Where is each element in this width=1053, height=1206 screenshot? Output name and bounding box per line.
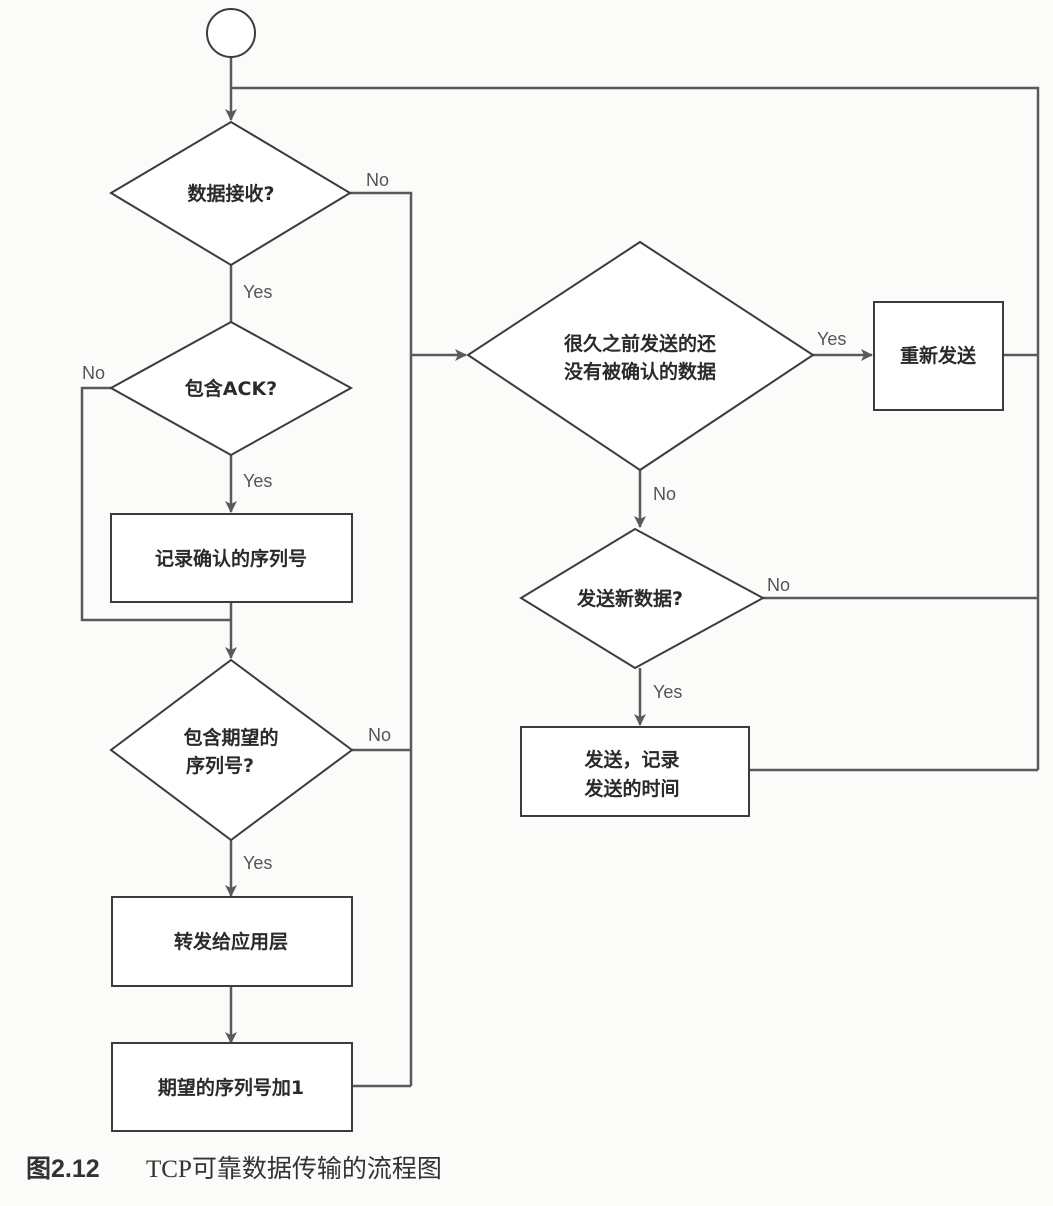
decision-old-unacked-label-1: 很久之前发送的还 [564,332,717,355]
start-node [206,8,256,58]
process-resend: 重新发送 [873,301,1004,411]
edge-return-loop [231,86,1040,770]
decision-old-unacked: 很久之前发送的还 没有被确认的数据 [466,240,815,472]
label-data-received-yes: Yes [243,282,272,302]
process-record-ack-seq-label: 记录确认的序列号 [155,547,307,570]
label-contains-ack-yes: Yes [243,471,272,491]
figure-caption: 图2.12 TCP可靠数据传输的流程图 [26,1155,442,1183]
edge-data-received-no [350,191,413,1086]
decision-old-unacked-label-2: 没有被确认的数据 [564,360,716,383]
process-record-ack-seq: 记录确认的序列号 [110,513,353,603]
label-contains-ack-no: No [82,363,105,383]
process-send-record: 发送，记录 发送的时间 [520,726,750,817]
decision-contains-ack: 包含ACK? [108,320,354,457]
decision-expected-seq-label-2: 序列号? [186,754,254,777]
decision-data-received: 数据接收? [109,120,352,267]
label-data-received-no: No [366,170,389,190]
process-resend-label: 重新发送 [900,344,977,367]
label-old-unacked-yes: Yes [817,329,846,349]
decision-expected-seq: 包含期望的 序列号? [109,658,354,842]
label-expected-seq-no: No [368,725,391,745]
process-send-record-label-2: 发送的时间 [583,777,679,800]
edge-labels: No Yes No Yes No Yes Yes No No Yes [82,170,846,873]
label-old-unacked-no: No [653,484,676,504]
edge-contains-ack-no [80,386,231,622]
figure-title: TCP可靠数据传输的流程图 [146,1155,442,1183]
label-send-new-no: No [767,575,790,595]
process-forward-app: 转发给应用层 [111,896,353,987]
label-expected-seq-yes: Yes [243,853,272,873]
decision-contains-ack-label: 包含ACK? [185,377,277,400]
connectors [80,57,1040,1088]
decision-send-new: 发送新数据? [519,527,766,670]
process-send-record-label-1: 发送，记录 [583,748,679,771]
decision-expected-seq-label-1: 包含期望的 [183,726,278,749]
process-forward-app-label: 转发给应用层 [174,930,288,953]
process-inc-expected: 期望的序列号加1 [111,1042,353,1132]
label-send-new-yes: Yes [653,682,682,702]
decision-send-new-label: 发送新数据? [576,587,683,610]
decision-data-received-label: 数据接收? [187,182,274,205]
process-inc-expected-label: 期望的序列号加1 [158,1076,304,1099]
figure-number: 图2.12 [26,1155,100,1183]
